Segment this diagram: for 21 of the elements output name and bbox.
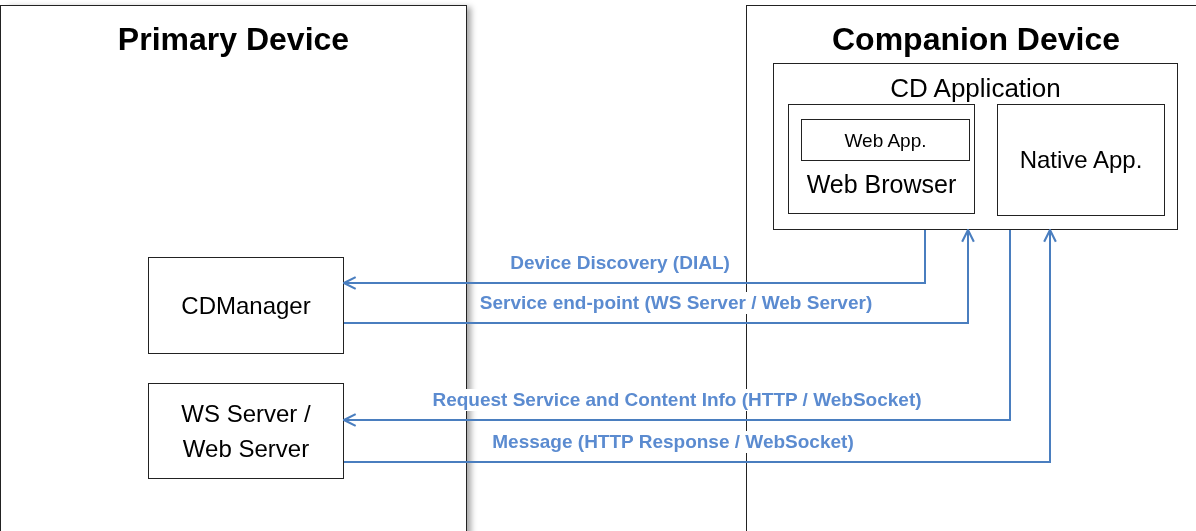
component-label: CDManager: [180, 290, 312, 321]
component-label: Native App.: [1018, 145, 1144, 175]
component-label: Web App.: [843, 128, 928, 153]
component-box: [148, 383, 344, 479]
component-label: WS Server / Web Server: [180, 399, 312, 464]
panel-title: Companion Device: [830, 20, 1122, 58]
arrow: [343, 228, 975, 324]
component-box: [788, 104, 975, 214]
panel-title: Primary Device: [116, 20, 351, 58]
component-label: Web Browser: [805, 169, 958, 200]
arrow: [342, 229, 1011, 427]
component-box: [148, 257, 344, 354]
arrow: [342, 229, 926, 290]
group-title: CD Application: [889, 72, 1062, 104]
arrow: [343, 228, 1057, 463]
edge-label: Request Service and Content Info (HTTP / WebSocket): [430, 389, 924, 411]
component-box: [801, 119, 970, 161]
component-box: [997, 104, 1165, 216]
application-box: [773, 63, 1178, 230]
edge-label: Service end-point (WS Server / Web Server): [477, 292, 875, 314]
edge-label: Message (HTTP Response / WebSocket): [490, 431, 856, 453]
